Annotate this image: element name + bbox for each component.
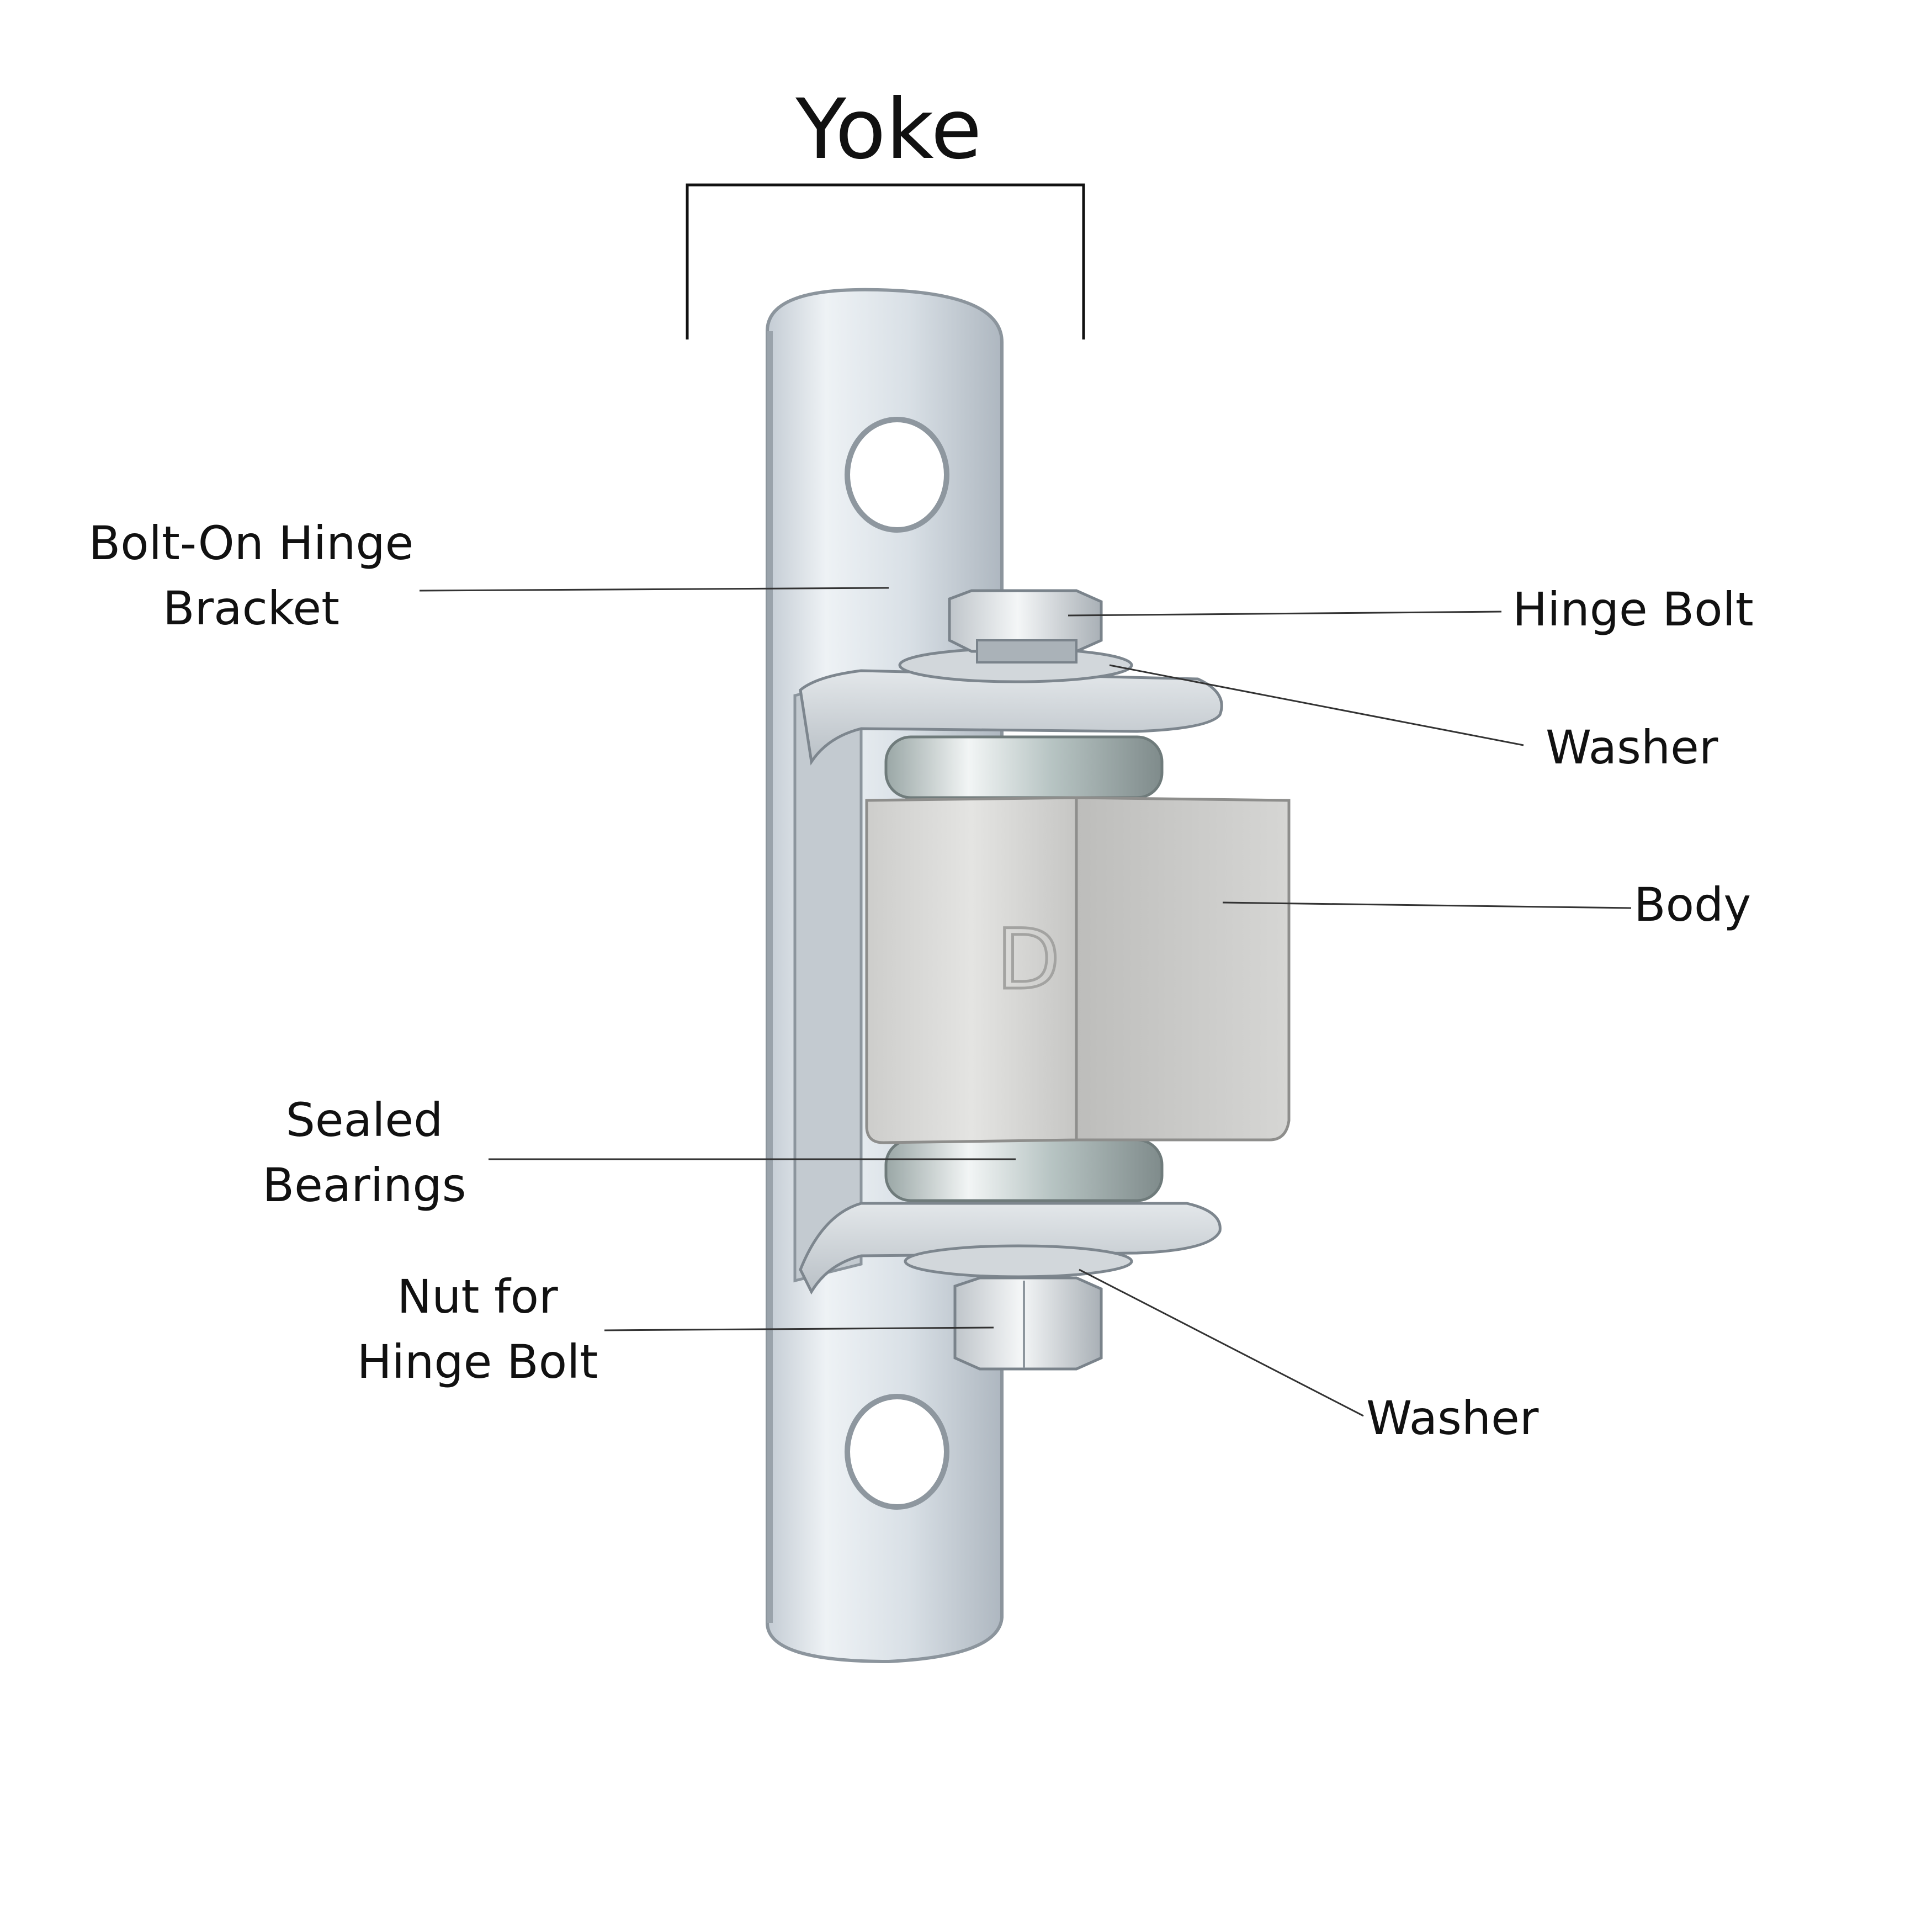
leader-nut (604, 1326, 994, 1331)
yoke-bracket (686, 183, 1085, 339)
label-washer-top: Washer (1546, 720, 1718, 774)
leader-bracket (419, 587, 889, 592)
sealed-bearing-bottom (884, 1138, 1164, 1202)
sealed-bearing-top (884, 735, 1164, 799)
body-logo: D (996, 912, 1060, 1008)
mounting-hole-bottom (845, 1394, 949, 1510)
label-sealed-bearings: Sealed Bearings (262, 1093, 466, 1212)
body-front-face (865, 796, 1078, 1144)
label-washer-bottom: Washer (1366, 1391, 1539, 1445)
leader-washer-bottom (1079, 1268, 1364, 1417)
body-side-face (1075, 796, 1291, 1142)
yoke-title: Yoke (795, 82, 982, 178)
label-bolt-on-hinge-bracket: Bolt-On Hinge Bracket (88, 516, 414, 635)
yoke-web (793, 677, 863, 1283)
washer-bottom (904, 1244, 1133, 1278)
leader-hinge-bolt (1068, 611, 1502, 617)
leader-washer-top (1109, 664, 1524, 746)
label-body: Body (1634, 878, 1751, 932)
hinge-bolt-nut (953, 1276, 1103, 1371)
hinge-bolt-head (948, 589, 1103, 653)
leader-body (1222, 901, 1632, 909)
label-nut-for-hinge-bolt: Nut for Hinge Bolt (357, 1270, 598, 1389)
mounting-hole-top (845, 417, 949, 533)
yoke-arm-top (799, 669, 1223, 766)
label-hinge-bolt: Hinge Bolt (1512, 582, 1754, 636)
